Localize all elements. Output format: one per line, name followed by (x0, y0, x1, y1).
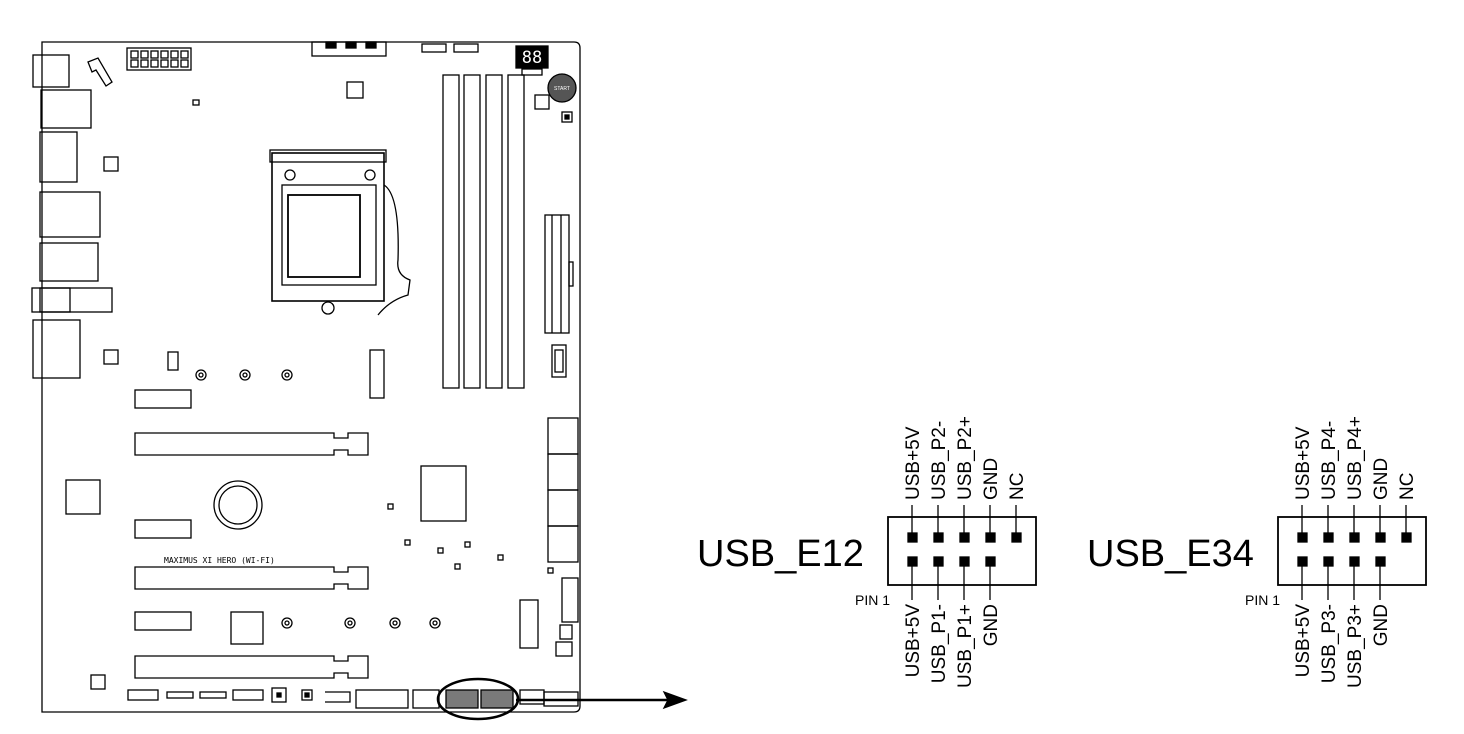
header-outline (1277, 516, 1427, 586)
start-button-label: START (554, 86, 570, 92)
pin-label: NC (1007, 473, 1028, 500)
header-usb-e34: USB_E34 USB+5V USB_P4- USB_P4+ GND NC US… (1087, 416, 1427, 688)
pin-label: USB_P3- (1319, 604, 1340, 683)
chipset (420, 465, 467, 522)
pointer-arrow (516, 690, 688, 710)
pcie-slots (134, 432, 369, 679)
pin-label: NC (1397, 473, 1418, 500)
pin-label: USB+5V (1293, 604, 1314, 678)
header-title: USB_E34 (1087, 533, 1254, 575)
pin-label: USB_P4+ (1345, 416, 1366, 500)
cpu-socket (269, 149, 411, 316)
antenna-bracket (87, 57, 113, 87)
pin-label: USB_P4- (1319, 421, 1340, 500)
board-model-label: MAXIMUS XI HERO (WI-FI) (164, 556, 275, 565)
start-button: START (547, 73, 577, 103)
pin-label: USB+5V (903, 426, 924, 500)
header-usb-e12: USB_E12 USB+5V USB_P2- USB_P2+ GND NC US… (697, 416, 1037, 688)
m2-area (134, 349, 385, 631)
debug-led-digits: 88 (522, 48, 542, 68)
cmos-battery (213, 480, 263, 530)
pin-label: GND (981, 458, 1002, 500)
atx-power-connector (544, 214, 574, 334)
usb-e12-e34-onboard (436, 677, 520, 721)
header-title: USB_E12 (697, 533, 864, 575)
dimm-slots (442, 74, 525, 389)
pin-label: USB_P1- (929, 604, 950, 683)
pin-label: USB_P3+ (1345, 604, 1366, 688)
cpu-power-connector (126, 47, 192, 71)
pin-label: USB+5V (1293, 426, 1314, 500)
pin-label: USB_P2- (929, 421, 950, 500)
rear-io-ports (31, 54, 113, 379)
pin1-label: PIN 1 (855, 592, 890, 608)
pin-label: USB_P2+ (955, 416, 976, 500)
pin-label: USB_P1+ (955, 604, 976, 688)
header-outline (887, 516, 1037, 586)
sata-ports (519, 344, 579, 657)
board-outline (41, 41, 581, 713)
bottom-headers (127, 687, 579, 709)
pin-label: GND (981, 604, 1002, 646)
fan-headers-top (311, 41, 479, 57)
debug-led: 88 (515, 45, 549, 76)
motherboard: 88 START (31, 41, 688, 721)
pin-label: GND (1371, 458, 1392, 500)
pin1-label: PIN 1 (1245, 592, 1280, 608)
pin-label: USB+5V (903, 604, 924, 678)
pin-label: GND (1371, 604, 1392, 646)
